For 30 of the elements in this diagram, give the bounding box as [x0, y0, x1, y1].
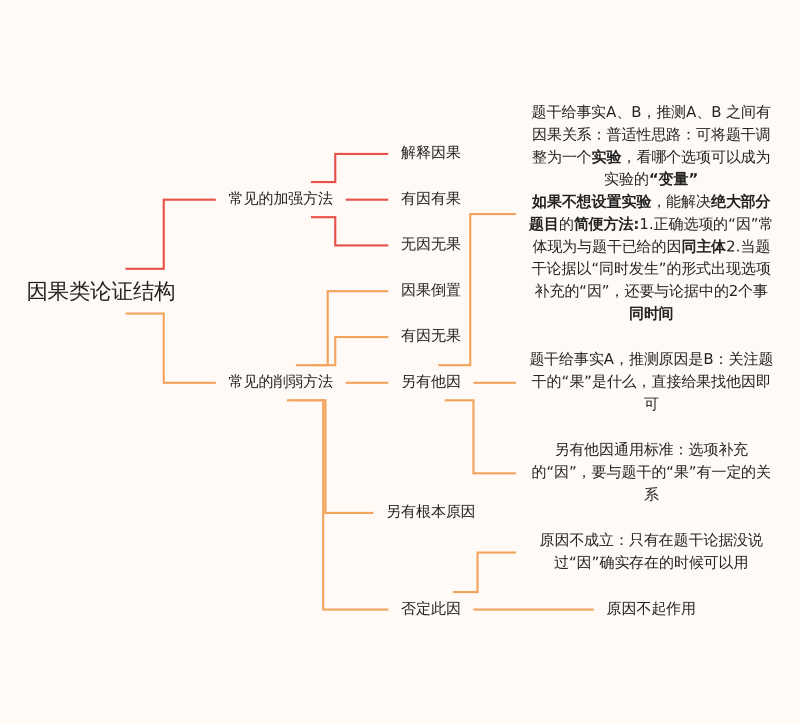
- node-text: 另有根本原因: [386, 504, 476, 521]
- connector: [452, 552, 516, 594]
- node-text: 常见的削弱方法: [228, 374, 333, 391]
- connector: [310, 336, 388, 366]
- connector: [296, 290, 388, 366]
- connector: [286, 399, 388, 611]
- node-text: 解释因果: [401, 144, 461, 162]
- connector: [310, 216, 388, 247]
- node-text: 原因不起作用: [606, 600, 696, 618]
- node-text: 另有他因通用标准：选项补充的“因”，要与题干的“果”有一定的关系: [531, 442, 772, 504]
- connector: [438, 212, 516, 366]
- node-text: 题干给事实A，推测原因是B：关注题干的“果”是什么，直接给果找他因即可: [529, 351, 774, 414]
- node-text: 否定此因: [401, 600, 461, 618]
- connector: [473, 608, 594, 611]
- connector: [126, 198, 216, 270]
- connector: [126, 312, 216, 384]
- node-text: 常见的加强方法: [228, 190, 333, 208]
- connector: [444, 399, 516, 474]
- node-text: 有因有果: [401, 190, 461, 208]
- connector: [310, 152, 388, 184]
- node-text: 题干给事实A、B，推测A、B 之间有因果关系：普适性思路：可将题干调整为一个实验，看哪个选项可以成为实验的“变量” 如果不想设置实验，能解决绝大部分题目的简便方法:1.正确选项的“因”常体现为与题干已给的因同主体2.当题干论据以“同时发生”的形式出现选项补充的“因”，还要与论据中的2个事同时间: [529, 104, 774, 323]
- connector: [346, 382, 388, 384]
- connector: [346, 198, 388, 201]
- node-text: 原因不成立：只有在题干论据没说过“因”确实存在的时候可以用: [539, 532, 764, 572]
- node-text: 因果类论证结构: [26, 278, 176, 304]
- connector: [473, 382, 516, 384]
- node-text: 有因无果: [401, 328, 461, 345]
- node-text: 因果倒置: [401, 282, 461, 300]
- node-text: 另有他因: [401, 374, 461, 391]
- node-text: 无因无果: [401, 236, 461, 254]
